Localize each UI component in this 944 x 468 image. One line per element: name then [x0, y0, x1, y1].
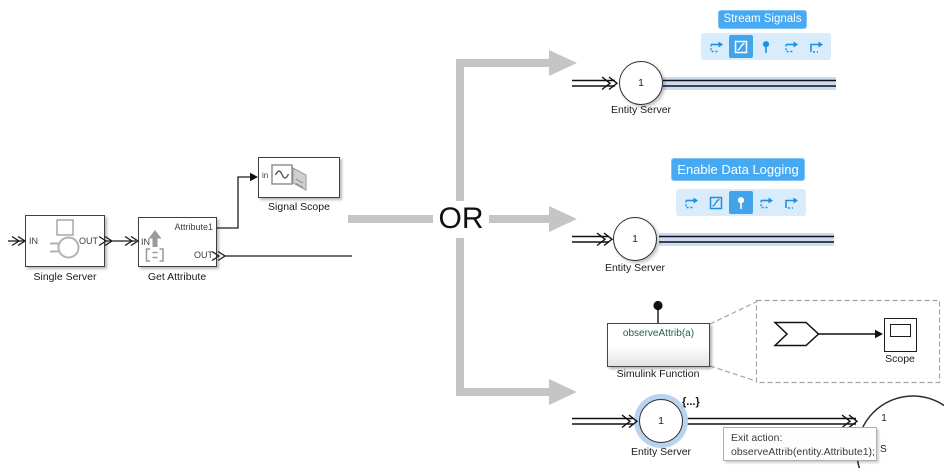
trigger-port-icon	[653, 300, 663, 323]
or-annotation: OR	[438, 202, 484, 235]
signal-elbow-icon[interactable]	[779, 191, 803, 214]
stream-signals-button[interactable]: Stream Signals	[718, 10, 807, 29]
entity-server-top-capacity: 1	[638, 77, 644, 89]
entity-server-bottom-label: Entity Server	[630, 446, 692, 458]
get-attribute-in-port-label: IN	[141, 237, 150, 247]
simulink-function-block[interactable]	[607, 323, 710, 367]
callout-signal-arrow	[818, 329, 883, 339]
enable-data-logging-button[interactable]: Enable Data Logging	[671, 158, 805, 181]
single-server-label: Single Server	[33, 271, 97, 283]
entity-path-top	[572, 79, 836, 87]
entity-server-block-mid[interactable]: 1	[613, 217, 657, 261]
log-pin-icon[interactable]	[728, 191, 753, 214]
get-attribute-label: Get Attribute	[147, 271, 207, 283]
stream-signal-icon[interactable]	[679, 191, 703, 214]
get-attribute-attr-port-label: Attribute1	[174, 222, 213, 232]
partial-block-capacity: 1	[881, 413, 887, 424]
partial-block-label-fragment: S	[880, 444, 887, 455]
entity-server-block-bottom[interactable]: 1	[639, 399, 683, 443]
signal-scope-in-port-label: in	[262, 171, 269, 180]
signal-scope-label: Signal Scope	[268, 201, 330, 213]
exit-action-tooltip: Exit action: observeAttrib(entity.Attrib…	[723, 427, 877, 461]
signal-toolbar-top	[701, 33, 831, 60]
entity-server-mid-label: Entity Server	[604, 262, 666, 274]
scope-in-arrowhead	[250, 172, 258, 182]
stream-highlight-band-top	[663, 77, 836, 90]
log-pin-icon[interactable]	[754, 35, 778, 58]
stream-signal-icon[interactable]	[779, 35, 803, 58]
scope-curve-icon[interactable]	[704, 191, 728, 214]
stream-signal-icon[interactable]	[704, 35, 728, 58]
signal-toolbar-mid	[676, 189, 806, 216]
exit-action-tooltip-line2: observeAttrib(entity.Attribute1);	[731, 446, 875, 458]
scope-label: Scope	[885, 353, 915, 365]
argument-in-label: a	[792, 328, 798, 340]
stream-signal-icon[interactable]	[754, 191, 778, 214]
exit-action-badge[interactable]: {...}	[682, 396, 700, 408]
entity-server-top-label: Entity Server	[610, 104, 672, 116]
or-arrowheads	[549, 50, 577, 405]
signal-scope-block[interactable]	[258, 157, 340, 198]
exit-action-tooltip-line1: Exit action:	[731, 432, 783, 444]
get-attribute-out-port-label: OUT	[194, 250, 213, 260]
single-server-out-port-label: OUT	[79, 236, 98, 246]
scope-curve-icon[interactable]	[728, 35, 753, 58]
stream-highlight-band-mid	[659, 233, 834, 246]
single-server-capacity: 1	[62, 222, 68, 231]
entity-path-bottom	[572, 417, 856, 425]
entity-server-block-top[interactable]: 1	[619, 61, 663, 105]
entity-server-bottom-capacity: 1	[658, 415, 664, 427]
entity-server-mid-capacity: 1	[632, 233, 638, 245]
signal-elbow-icon[interactable]	[804, 35, 828, 58]
entity-path-mid	[572, 235, 834, 243]
single-server-in-port-label: IN	[29, 236, 38, 246]
scope-screen	[890, 324, 911, 337]
simulink-function-prototype: observeAttrib(a)	[622, 328, 695, 339]
simulink-function-label: Simulink Function	[616, 368, 700, 380]
scope-block[interactable]	[884, 318, 917, 352]
